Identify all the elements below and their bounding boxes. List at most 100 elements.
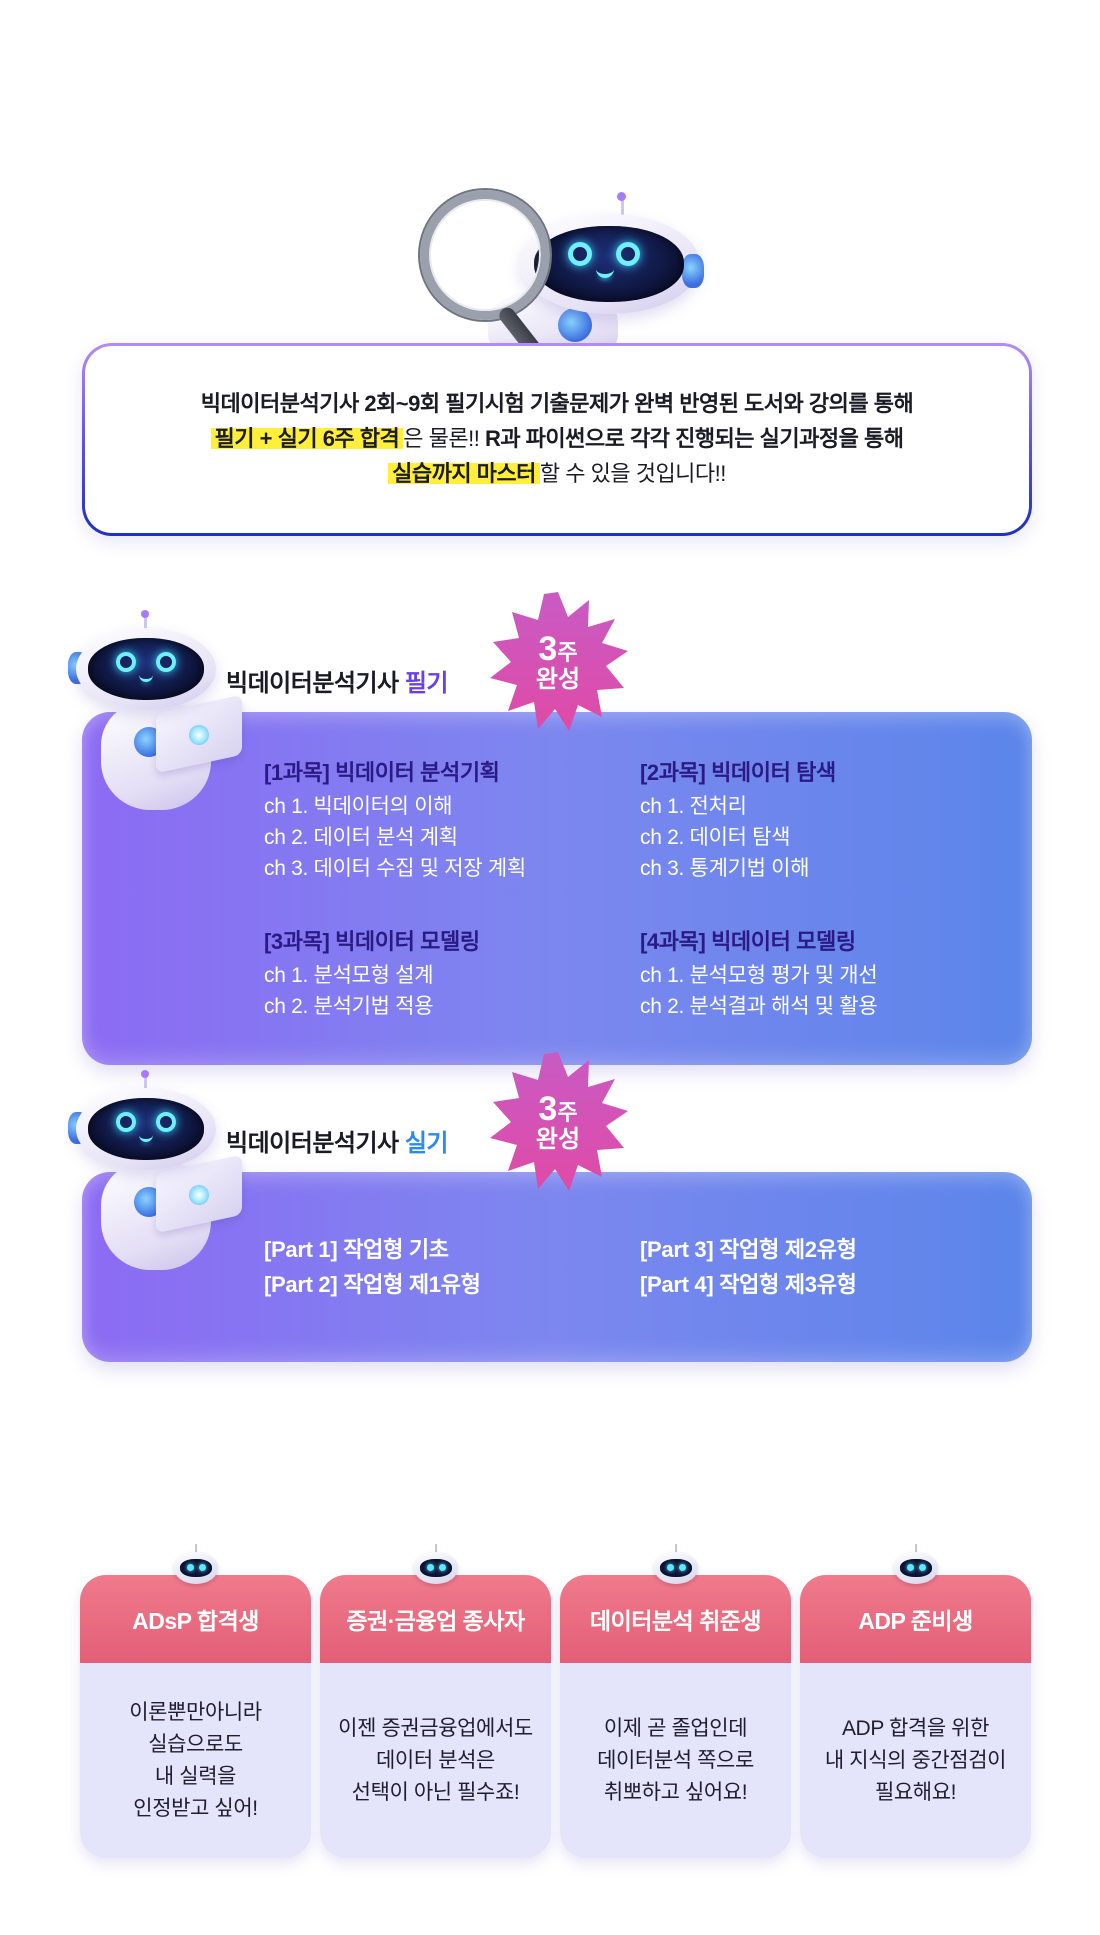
written-badge-unit: 주 xyxy=(557,639,578,665)
practical-robot-eye-icon xyxy=(116,1112,136,1132)
target-card-label: 증권·금융업 종사자 xyxy=(320,1575,551,1663)
subject-title: [2과목] 빅데이터 탐색 xyxy=(640,760,836,785)
mini-robot-eye-icon xyxy=(919,1564,926,1571)
subject-chapter: ch 1. 전처리 xyxy=(640,795,747,818)
hero-robot-ear-icon xyxy=(558,308,592,342)
subject-chapter: ch 2. 분석결과 해석 및 활용 xyxy=(640,995,878,1018)
practical-badge-shape xyxy=(490,1052,628,1191)
written-robot-eye-icon xyxy=(156,652,176,672)
mini-robot-eye-icon xyxy=(187,1564,194,1571)
target-card-body: ADP 합격을 위한 내 지식의 중간점검이 필요해요! xyxy=(800,1663,1031,1858)
subject-title: [3과목] 빅데이터 모델링 xyxy=(264,929,480,954)
mini-robot-eye-icon xyxy=(427,1564,434,1571)
subject-chapter: ch 2. 분석기법 적용 xyxy=(264,995,434,1018)
practical-robot-illustration xyxy=(66,1070,256,1272)
subject-4: [4과목] 빅데이터 모델링 ch 1. 분석모형 평가 및 개선 ch 2. … xyxy=(640,924,878,1022)
hero-robot-antenna xyxy=(621,198,624,216)
subject-1: [1과목] 빅데이터 분석기획 ch 1. 빅데이터의 이해 ch 2. 데이터… xyxy=(264,755,526,884)
written-badge-starburst: 3주 완성 xyxy=(488,592,628,732)
practical-badge-number: 3 xyxy=(538,1089,558,1128)
written-badge-number: 3 xyxy=(538,629,558,668)
mini-robot-visor xyxy=(420,1559,452,1577)
practical-part-3: [Part 3] 작업형 제2유형 xyxy=(640,1237,857,1262)
laptop-glow xyxy=(189,725,209,745)
hero-robot-eye-icon xyxy=(568,242,592,266)
practical-robot-eye-icon xyxy=(156,1112,176,1132)
target-card-text: ADP 합격을 위한 내 지식의 중간점검이 필요해요! xyxy=(824,1716,1007,1804)
subject-chapter: ch 2. 데이터 분석 계획 xyxy=(264,826,458,849)
target-card-text: 이제 곧 졸업인데 데이터분석 쪽으로 취뽀하고 싶어요! xyxy=(597,1716,754,1804)
practical-title-prefix: 빅데이터분석기사 xyxy=(226,1130,405,1157)
written-badge-number-line: 3주 xyxy=(538,629,578,668)
practical-badge-number-line: 3주 xyxy=(538,1089,578,1128)
practical-badge-word: 완성 xyxy=(535,1126,581,1154)
written-curriculum-card xyxy=(82,712,1032,1065)
subject-chapter: ch 1. 분석모형 평가 및 개선 xyxy=(640,964,878,987)
mini-robot-eye-icon xyxy=(907,1564,914,1571)
mini-robot-eye-icon xyxy=(667,1564,674,1571)
hero-robot-visor xyxy=(534,226,684,302)
intro-line-3-plain: 할 수 있을 것입니다!! xyxy=(539,461,726,486)
written-robot-illustration xyxy=(66,610,256,812)
written-robot-eye-icon xyxy=(116,652,136,672)
mini-robot-visor xyxy=(900,1559,932,1577)
practical-part-4: [Part 4] 작업형 제3유형 xyxy=(640,1272,857,1297)
practical-part-2: [Part 2] 작업형 제1유형 xyxy=(264,1272,481,1297)
practical-part-1: [Part 1] 작업형 기초 xyxy=(264,1237,449,1262)
written-robot-smile xyxy=(139,674,153,682)
written-title-accent: 필기 xyxy=(404,670,449,697)
target-card-label: ADsP 합격생 xyxy=(80,1575,311,1663)
subject-chapter: ch 2. 데이터 탐색 xyxy=(640,826,791,849)
subject-chapter: ch 3. 데이터 수집 및 저장 계획 xyxy=(264,857,526,880)
hero-robot-smile xyxy=(596,268,614,278)
subject-title: [4과목] 빅데이터 모델링 xyxy=(640,929,856,954)
laptop-glow xyxy=(189,1185,209,1205)
subject-chapter: ch 1. 분석모형 설계 xyxy=(264,964,434,987)
hero-robot-ear-icon xyxy=(682,254,704,288)
magnifier-icon xyxy=(420,190,550,320)
target-card-text: 이론뿐만아니라 실습으로도 내 실력을 인정받고 싶어! xyxy=(129,1700,262,1820)
written-robot-antenna xyxy=(144,616,147,632)
written-robot-antenna-tip xyxy=(141,610,149,618)
mini-robot-antenna xyxy=(435,1544,437,1552)
mini-robot-antenna xyxy=(195,1544,197,1552)
mini-robot-visor xyxy=(180,1559,212,1577)
mini-robot-eye-icon xyxy=(199,1564,206,1571)
practical-title-accent: 실기 xyxy=(404,1130,449,1157)
hero-robot-antenna-tip xyxy=(617,192,626,201)
target-card-adp: ADP 준비생 ADP 합격을 위한 내 지식의 중간점검이 필요해요! xyxy=(800,1575,1031,1858)
practical-badge-text: 3주 완성 xyxy=(488,1052,628,1192)
mini-robot-eye-icon xyxy=(439,1564,446,1571)
hero-robot-eye-icon xyxy=(616,242,640,266)
practical-badge-starburst: 3주 완성 xyxy=(488,1052,628,1192)
intro-highlight-1: 필기 + 실기 6주 합격 xyxy=(210,426,404,451)
subject-title: [1과목] 빅데이터 분석기획 xyxy=(264,760,500,785)
practical-robot-smile xyxy=(139,1134,153,1142)
intro-line-2-plain: 은 물론!! xyxy=(403,426,485,451)
subject-3: [3과목] 빅데이터 모델링 ch 1. 분석모형 설계 ch 2. 분석기법 … xyxy=(264,924,480,1022)
written-section-title: 빅데이터분석기사 필기 xyxy=(226,663,448,698)
practical-robot-antenna xyxy=(144,1076,147,1092)
target-card-adsp: ADsP 합격생 이론뿐만아니라 실습으로도 내 실력을 인정받고 싶어! xyxy=(80,1575,311,1858)
intro-highlight-2: 실습까지 마스터 xyxy=(388,461,540,486)
target-card-body: 이론뿐만아니라 실습으로도 내 실력을 인정받고 싶어! xyxy=(80,1663,311,1858)
written-robot-visor xyxy=(88,638,204,700)
practical-robot-visor xyxy=(88,1098,204,1160)
written-badge-shape xyxy=(490,592,628,731)
practical-robot-antenna-tip xyxy=(141,1070,149,1078)
mini-robot-visor xyxy=(660,1559,692,1577)
practical-badge-unit: 주 xyxy=(557,1099,578,1125)
target-card-label: ADP 준비생 xyxy=(800,1575,1031,1663)
intro-box: 빅데이터분석기사 2회~9회 필기시험 기출문제가 완벽 반영된 도서와 강의를… xyxy=(82,343,1032,536)
mini-robot-icon xyxy=(650,1544,702,1586)
mini-robot-antenna xyxy=(675,1544,677,1552)
target-card-job-seeker: 데이터분석 취준생 이제 곧 졸업인데 데이터분석 쪽으로 취뽀하고 싶어요! xyxy=(560,1575,791,1858)
mini-robot-eye-icon xyxy=(679,1564,686,1571)
target-card-finance: 증권·금융업 종사자 이젠 증권금융업에서도 데이터 분석은 선택이 아닌 필수… xyxy=(320,1575,551,1858)
target-card-body: 이젠 증권금융업에서도 데이터 분석은 선택이 아닌 필수죠! xyxy=(320,1663,551,1858)
target-card-label: 데이터분석 취준생 xyxy=(560,1575,791,1663)
written-badge-text: 3주 완성 xyxy=(488,592,628,732)
subject-chapter: ch 3. 통계기법 이해 xyxy=(640,857,810,880)
written-title-prefix: 빅데이터분석기사 xyxy=(226,670,405,697)
